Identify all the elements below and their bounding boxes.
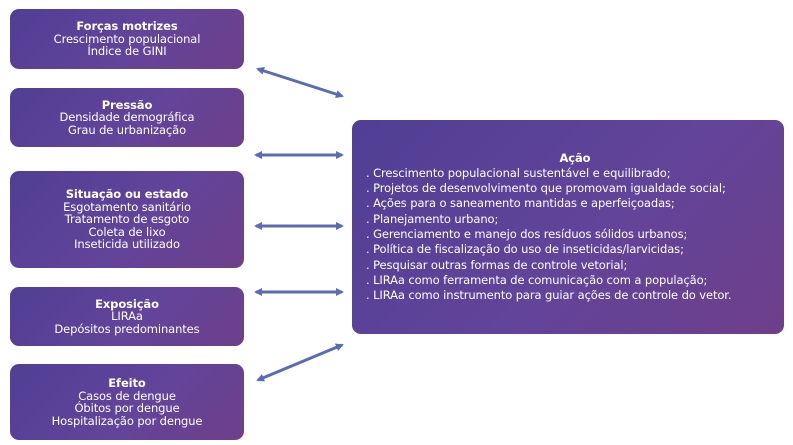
acao-item: . Gerenciamento e manejo dos resíduos só…	[366, 227, 688, 241]
box-line: Crescimento populacional	[53, 31, 201, 46]
box-title: Ação	[559, 150, 591, 165]
box-line: Índice de GINI	[87, 44, 167, 59]
exposicao-box: Exposição LIRAa Depósitos predominantes	[10, 287, 244, 346]
box-line: Hospitalização por dengue	[51, 413, 203, 428]
box-line: Densidade demográfica	[59, 110, 195, 125]
arrow-forcas-acao	[256, 67, 344, 98]
acao-item: . Crescimento populacional sustentável e…	[366, 165, 671, 180]
box-line: Tratamento de esgoto	[64, 212, 190, 227]
acao-item: . Planejamento urbano;	[366, 211, 499, 226]
situacao-box: Situação ou estado Esgotamento sanitário…	[10, 171, 244, 268]
box-line: Inseticida utilizado	[74, 237, 180, 252]
pressao-box: Pressão Densidade demográfica Grau de ur…	[10, 88, 244, 147]
box-title: Situação ou estado	[65, 187, 189, 202]
arrow-efeito-acao	[256, 343, 344, 382]
box-title: Efeito	[108, 376, 146, 390]
box-line: Esgotamento sanitário	[63, 199, 191, 214]
acao-item: . Projetos de desenvolvimento que promov…	[366, 181, 726, 196]
acao-item: . Política de fiscalização do uso de ins…	[366, 242, 684, 257]
acao-box: Ação . Crescimento populacional sustentá…	[352, 120, 784, 334]
box-title: Pressão	[101, 97, 153, 112]
forcas-motrizes-box: Forças motrizes Crescimento populacional…	[10, 9, 244, 69]
box-line: Depósitos predominantes	[54, 321, 200, 336]
box-line: Grau de urbanização	[67, 122, 187, 137]
box-title: Forças motrizes	[76, 19, 178, 34]
box-title: Exposição	[95, 296, 159, 311]
box-line: LIRAa	[111, 309, 143, 324]
box-line: Casos de dengue	[78, 388, 176, 403]
acao-item: . Pesquisar outras formas de controle ve…	[366, 257, 628, 272]
acao-item: . Ações para o saneamento mantidas e ape…	[366, 196, 675, 211]
acao-item: . LIRAa como ferramenta de comunicação c…	[366, 272, 708, 287]
box-line: Óbitos por dengue	[74, 401, 180, 415]
box-line: Coleta de lixo	[88, 224, 166, 239]
acao-item: . LIRAa como instrumento para guiar açõe…	[366, 288, 732, 303]
efeito-box: Efeito Casos de dengue Óbitos por dengue…	[10, 364, 244, 440]
